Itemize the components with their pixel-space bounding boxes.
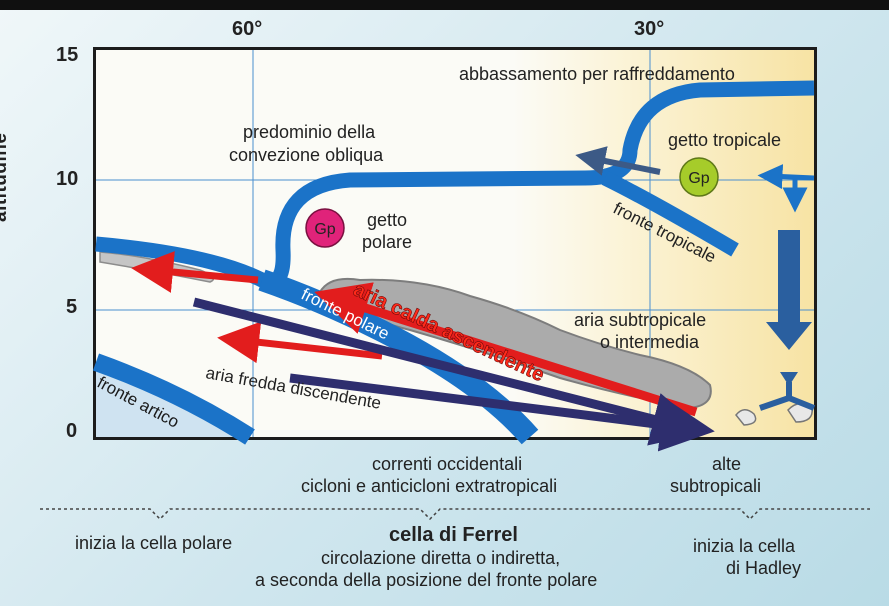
- divergence-arrows: [760, 382, 814, 408]
- ferrel-cell-title: cella di Ferrel: [389, 525, 518, 546]
- cooling-label: abbassamento per raffreddamento: [459, 64, 735, 84]
- divergence-tip: [780, 372, 798, 386]
- tropical-jet-label: getto tropicale: [668, 130, 781, 150]
- oblique-convection-line2: convezione obliqua: [229, 145, 383, 165]
- ferrel-cell-line1: circolazione diretta o indiretta,: [321, 548, 560, 569]
- subsidence-arrow: [766, 230, 812, 350]
- ferrel-cell-line2: a seconda della posizione del fronte pol…: [255, 570, 597, 591]
- polar-cell-label: inizia la cella polare: [75, 533, 232, 554]
- high-label-2: subtropicali: [670, 476, 761, 497]
- high-label-1: alte: [712, 454, 741, 475]
- subtropical-air-line1: aria subtropicale: [574, 310, 706, 330]
- polar-jet-symbol: Gp: [314, 221, 335, 238]
- small-cloud-1: [736, 410, 756, 425]
- currents-label-2: cicloni e anticicloni extratropicali: [301, 476, 557, 497]
- currents-label-1: correnti occidentali: [372, 454, 522, 475]
- tropical-inflow-arrow: [770, 176, 814, 178]
- hadley-cell-line1: inizia la cella: [693, 536, 795, 557]
- oblique-convection-line1: predominio della: [243, 122, 375, 142]
- subtropical-air-line2: o intermedia: [600, 332, 699, 352]
- hadley-cell-line2: di Hadley: [726, 558, 801, 579]
- polar-jet-label-1: getto: [367, 210, 407, 230]
- polar-jet-label-2: polare: [362, 232, 412, 252]
- tropical-jet-symbol: Gp: [688, 170, 709, 187]
